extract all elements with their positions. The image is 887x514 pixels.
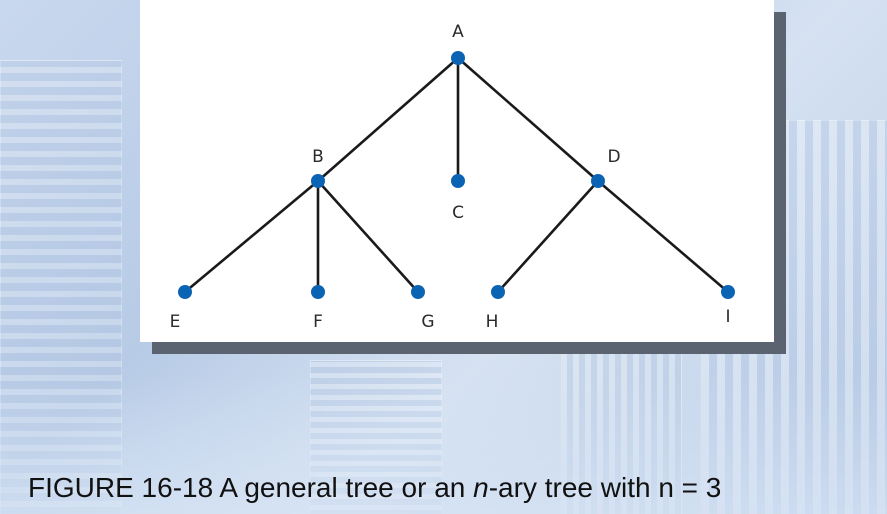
edge-b-g [317, 180, 419, 293]
node-label-h: H [486, 312, 499, 332]
node-d [591, 174, 605, 188]
node-i [721, 285, 735, 299]
node-b [311, 174, 325, 188]
edge-a-b [317, 57, 459, 182]
labels-layer: A B C D E F G H I [170, 22, 731, 332]
node-label-e: E [170, 312, 181, 332]
node-h [491, 285, 505, 299]
caption-suffix: -ary tree with n = 3 [488, 472, 722, 503]
edge-b-e [184, 180, 319, 293]
node-label-g: G [421, 312, 434, 332]
background-haze [0, 374, 887, 514]
node-label-a: A [452, 22, 464, 42]
node-e [178, 285, 192, 299]
node-label-c: C [452, 203, 464, 223]
caption-prefix: FIGURE 16-18 A general tree or an [28, 472, 474, 503]
tree-diagram: A B C D E F G H I [170, 22, 735, 332]
node-g [411, 285, 425, 299]
node-label-i: I [725, 307, 730, 327]
figure-caption: FIGURE 16-18 A general tree or an n-ary … [28, 472, 721, 504]
node-f [311, 285, 325, 299]
node-label-d: D [607, 147, 620, 167]
node-label-b: B [312, 147, 324, 167]
edge-d-h [497, 180, 599, 293]
edges-layer [184, 57, 729, 293]
node-a [451, 51, 465, 65]
node-label-f: F [313, 312, 323, 332]
node-c [451, 174, 465, 188]
edge-a-d [457, 57, 599, 182]
nodes-layer [178, 51, 735, 299]
caption-italic: n [473, 472, 489, 503]
figure-panel: A B C D E F G H I [140, 0, 774, 342]
edge-d-i [597, 180, 729, 293]
